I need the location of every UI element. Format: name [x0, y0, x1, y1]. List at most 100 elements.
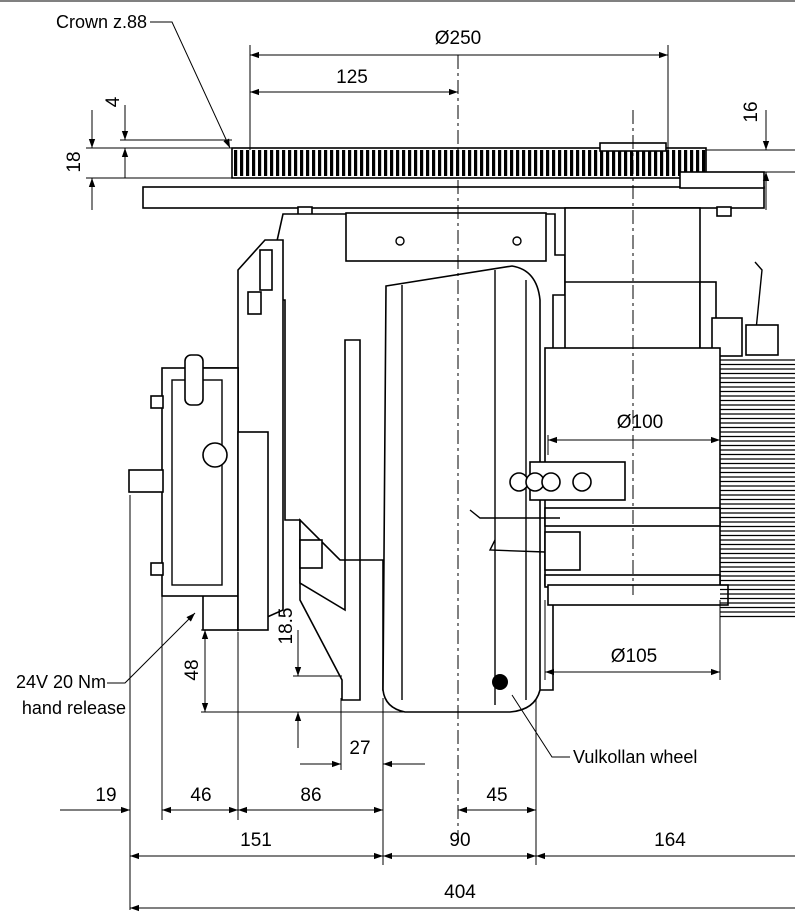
gear-tooth [330, 150, 334, 176]
dim-404: 404 [444, 882, 476, 903]
dim-45: 45 [486, 785, 507, 806]
cable-1 [469, 509, 560, 519]
gear-tooth [240, 150, 244, 176]
gear-tooth [666, 150, 670, 176]
dim-18: 18 [64, 151, 85, 172]
gear-tooth [660, 150, 664, 176]
gear-tooth [264, 150, 268, 176]
brake-hub [237, 431, 269, 631]
gear-tooth [540, 150, 544, 176]
dim-d250: Ø250 [435, 28, 481, 49]
gear-tooth [492, 150, 496, 176]
gear-tooth [306, 150, 310, 176]
gear-tooth [234, 150, 238, 176]
gear-tooth [654, 150, 658, 176]
gear-tooth [432, 150, 436, 176]
gear-tooth [366, 150, 370, 176]
dim-86: 86 [300, 785, 321, 806]
brake-leader[interactable] [107, 612, 196, 684]
housing-hole-right [512, 236, 522, 246]
gear-tooth [462, 150, 466, 176]
dim-90: 90 [449, 830, 470, 851]
wheel-marker-dot[interactable] [492, 674, 508, 690]
gear-tooth [576, 150, 580, 176]
gear-tooth [678, 150, 682, 176]
gear-tooth [558, 150, 562, 176]
dim-4: 4 [103, 96, 124, 107]
dim-16: 16 [741, 101, 762, 122]
dimension-lines [60, 51, 795, 912]
gear-tooth [294, 150, 298, 176]
crown-label: Crown z.88 [56, 12, 147, 32]
gear-tooth [420, 150, 424, 176]
gear-tooth [684, 150, 688, 176]
gear-tooth [426, 150, 430, 176]
gear-tooth [642, 150, 646, 176]
gear-tooth [438, 150, 442, 176]
gear-tooth [318, 150, 322, 176]
dim-27: 27 [349, 738, 370, 759]
gear-tooth [486, 150, 490, 176]
dim-125: 125 [336, 67, 368, 88]
gear-tooth [288, 150, 292, 176]
terminal-3 [541, 472, 561, 492]
gear-tooth [594, 150, 598, 176]
gear-tooth [648, 150, 652, 176]
gear-tooth [258, 150, 262, 176]
dim-18-5: 18.5 [276, 608, 297, 645]
crown-leader[interactable] [150, 21, 231, 149]
gear-tooth [408, 150, 412, 176]
dim-164: 164 [654, 830, 686, 851]
gear-tooth [528, 150, 532, 176]
dim-19: 19 [95, 785, 116, 806]
terminal-4 [572, 472, 592, 492]
gear-tooth [606, 150, 610, 176]
gear-tooth [312, 150, 316, 176]
dim-d100: Ø100 [617, 412, 663, 433]
gear-tooth [546, 150, 550, 176]
gear-tooth [324, 150, 328, 176]
housing-window [345, 212, 547, 262]
crown-gear [231, 142, 707, 179]
bracket-slot [247, 291, 262, 315]
wheel-label: Vulkollan wheel [573, 747, 697, 767]
gear-tooth [480, 150, 484, 176]
gear-tooth [246, 150, 250, 176]
wheel [382, 265, 541, 713]
motor-fins [720, 359, 795, 618]
gear-tooth [498, 150, 502, 176]
gear-tooth [450, 150, 454, 176]
housing-hole-left [395, 236, 405, 246]
gear-tooth [300, 150, 304, 176]
gear-tooth [270, 150, 274, 176]
gear-tooth [564, 150, 568, 176]
extension-lines [86, 45, 795, 910]
dim-d105: Ø105 [611, 646, 657, 667]
plate-bolt [716, 206, 732, 217]
gear-tooth [702, 150, 706, 176]
gear-tooth [552, 150, 556, 176]
brake-label-line1: 24V 20 Nm [16, 672, 106, 692]
dim-46: 46 [190, 785, 211, 806]
gear-tooth [474, 150, 478, 176]
gear-tooth [372, 150, 376, 176]
gear-tooth [414, 150, 418, 176]
gear-tooth [534, 150, 538, 176]
wheel-leader[interactable] [511, 694, 570, 758]
gear-tooth [336, 150, 340, 176]
gear-tooth [522, 150, 526, 176]
gear-tooth [360, 150, 364, 176]
gear-tooth [696, 150, 700, 176]
crown-teeth [234, 150, 706, 176]
gear-tooth [504, 150, 508, 176]
brake-lever [184, 354, 204, 406]
gear-tooth [600, 150, 604, 176]
gear-tooth [510, 150, 514, 176]
dim-151: 151 [240, 830, 272, 851]
cable-2 [488, 539, 546, 553]
brake-bolt-bottom [150, 562, 164, 576]
gear-tooth [282, 150, 286, 176]
gear-tooth [384, 150, 388, 176]
gear-tooth [690, 150, 694, 176]
